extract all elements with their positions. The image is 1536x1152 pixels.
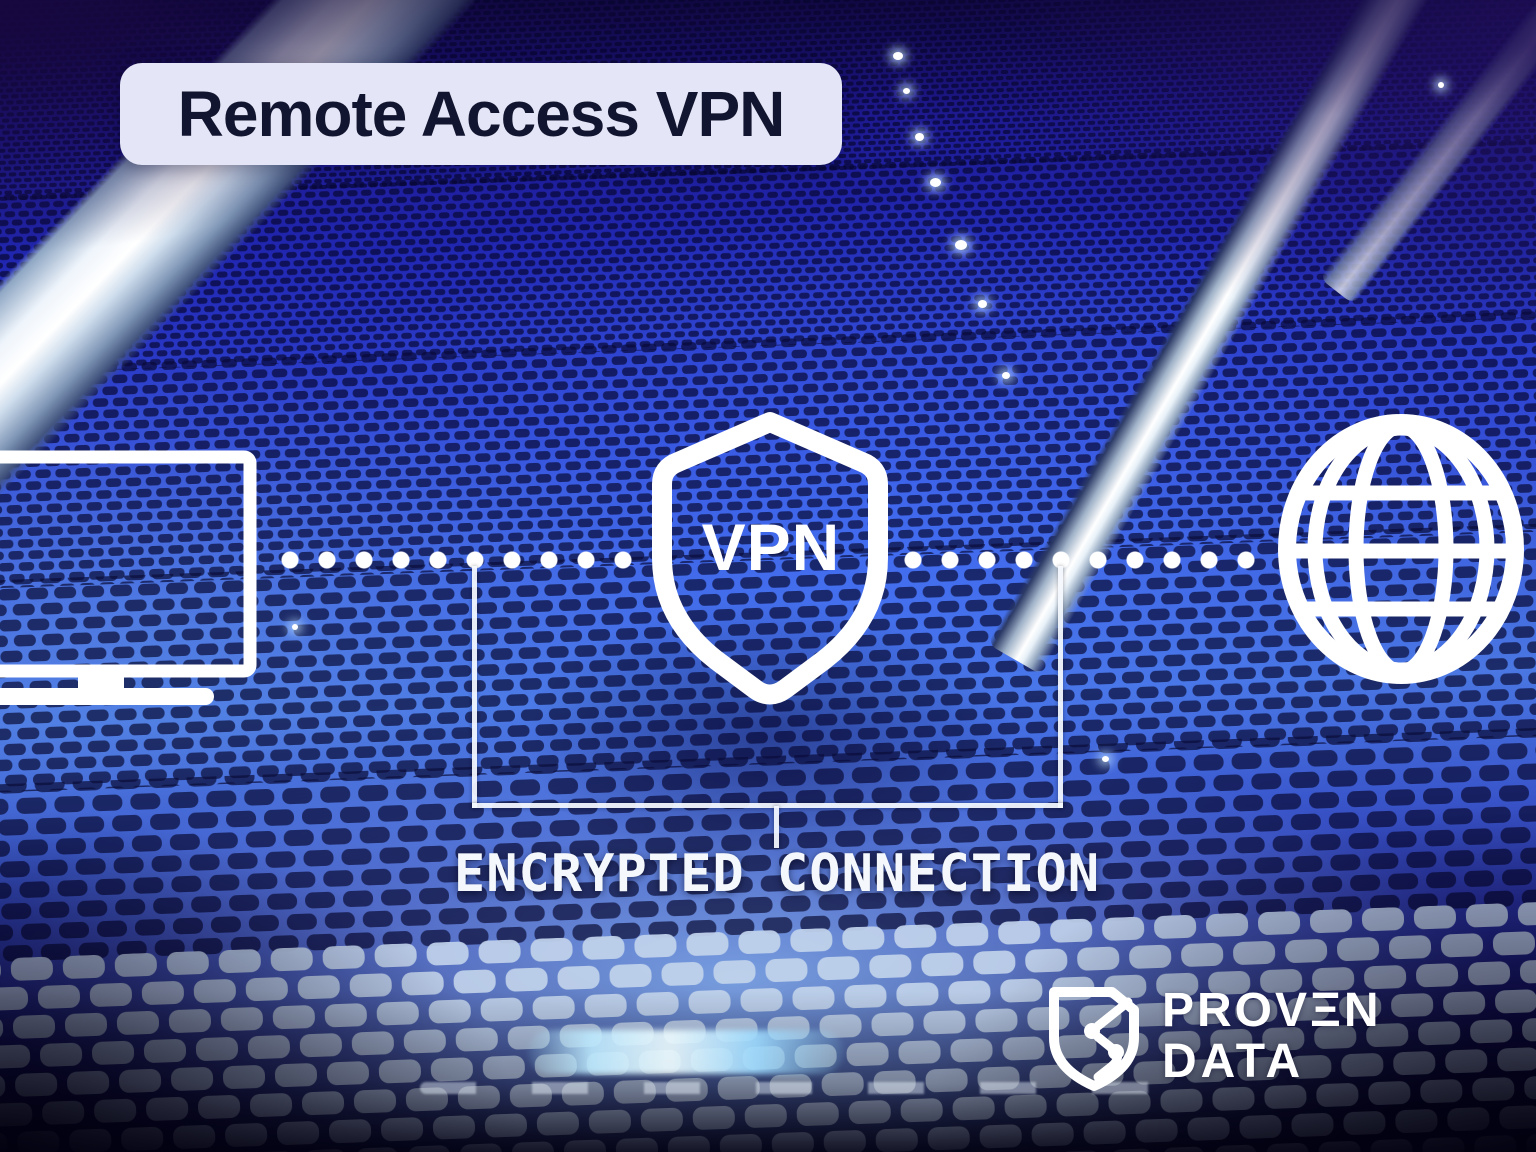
led-light [955,240,967,250]
bracket-line-right [1058,566,1063,808]
led-light [915,133,924,141]
bracket-line-center [774,806,779,848]
led-light [292,624,298,630]
led-light [930,178,941,187]
globe-icon [1278,414,1524,684]
connection-dots-right [895,550,1266,570]
laptop-icon [0,450,257,705]
vpn-shield-icon: VPN [652,412,888,705]
encrypted-connection-label: ENCRYPTED CONNECTION [453,844,1101,904]
led-light [893,52,903,60]
bracket-line-horizontal [472,803,1063,808]
logo-text-proven: PROVΞN [1162,984,1382,1037]
proven-data-logo: PROVΞN DATA [1042,980,1382,1094]
led-light [903,88,910,94]
led-light [978,300,987,308]
vpn-shield-label: VPN [702,510,841,584]
connection-dots-left [272,550,643,570]
title-badge: Remote Access VPN [120,63,842,165]
led-light [1438,82,1444,88]
led-light [1002,372,1010,379]
page-title: Remote Access VPN [177,78,786,150]
led-light [1102,756,1109,762]
shield-circuit-logo-icon [1049,987,1139,1091]
lit-cells-row [420,1082,1180,1094]
bracket-line-left [472,566,477,808]
floor-light-glow [528,1030,844,1074]
logo-text-data: DATA [1162,1035,1305,1088]
